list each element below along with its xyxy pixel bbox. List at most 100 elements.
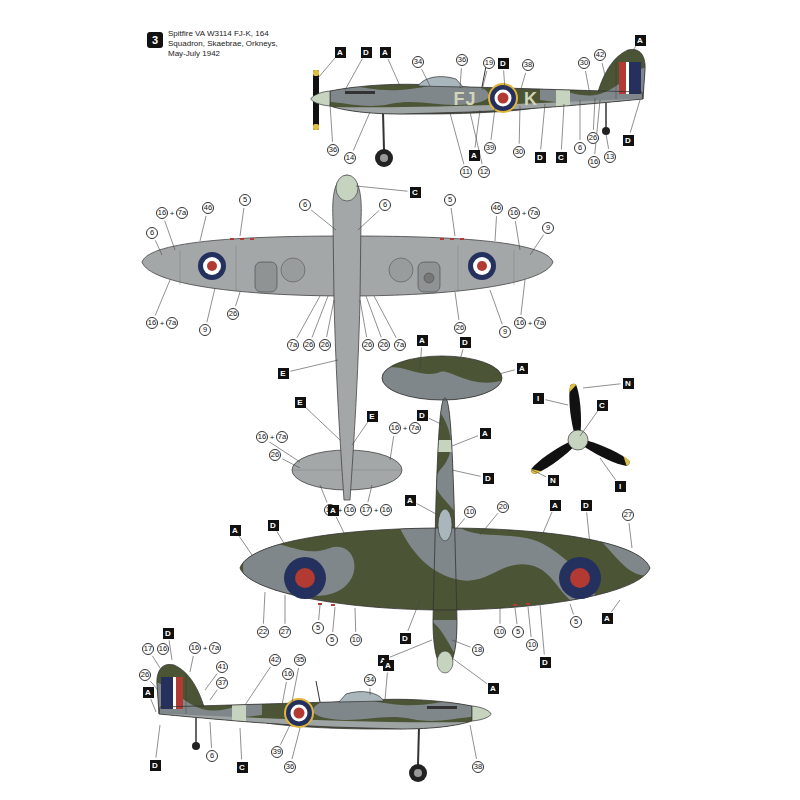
callout-number: 41 [216, 661, 228, 673]
leader-line [290, 360, 338, 371]
leader-line [460, 68, 461, 88]
callout-number: 6 [206, 750, 218, 762]
leader-line [630, 100, 640, 133]
callout-number: 5 [326, 634, 338, 646]
stencil-letter: A [383, 660, 394, 671]
leader-line [521, 280, 525, 315]
plus-sign: + [202, 644, 209, 653]
callout-number: 7a [528, 207, 540, 219]
stencil-letter: D [581, 500, 592, 511]
leader-line [282, 682, 286, 705]
leader-line [452, 640, 470, 647]
callout-number: 20 [497, 501, 509, 513]
callout-number: 10 [494, 626, 506, 638]
callout-number: 7a [166, 317, 178, 329]
leader-line [495, 216, 497, 241]
leader-line [360, 300, 367, 337]
stencil-letter: D [417, 410, 428, 421]
leader-line [358, 210, 379, 230]
stencil-letter: I [533, 393, 544, 404]
leader-line [370, 688, 371, 695]
callout-number: 16 [189, 642, 201, 654]
leader-line [580, 411, 598, 436]
leader-line [311, 210, 336, 230]
leader-line [530, 235, 544, 255]
callout-number: 30 [578, 57, 590, 69]
callout-number: 36 [284, 761, 296, 773]
leader-line [200, 216, 206, 241]
leader-line [388, 59, 400, 86]
callout-number: 27 [622, 509, 634, 521]
leader-line [210, 690, 217, 700]
leader-line [156, 725, 160, 758]
stencil-letter: N [548, 475, 559, 486]
leader-line [155, 240, 162, 255]
stencil-letter: D [400, 633, 411, 644]
leader-line [606, 134, 609, 149]
leader-line [515, 221, 520, 250]
leader-line [318, 58, 335, 78]
callout-number: 38 [522, 59, 534, 71]
leader-line [263, 592, 265, 624]
stencil-letter: A [380, 47, 391, 58]
stencil-letter: D [150, 760, 161, 771]
leader-line [500, 608, 501, 624]
squadron-code: K [524, 89, 538, 109]
leader-line [390, 436, 394, 460]
leader-line [374, 296, 396, 338]
leader-line [277, 531, 285, 545]
callout-number: 9 [199, 324, 211, 336]
stencil-letter: A [602, 613, 613, 624]
leader-line [420, 348, 422, 371]
callout-number: 34 [412, 56, 424, 68]
stencil-letter: D [361, 47, 372, 58]
callout-number: 16 [157, 643, 169, 655]
callout-number: 10 [526, 639, 538, 651]
callout-number: 26 [303, 339, 315, 351]
leader-line [236, 292, 241, 306]
plate-title: Spitfire VA W3114 FJ-K, 164 Squadron, Sk… [168, 29, 280, 59]
leader-line [532, 470, 546, 477]
callout-number: 16 [282, 668, 294, 680]
stencil-letter: A [230, 525, 241, 536]
leader-line [450, 113, 464, 164]
leader-line [460, 349, 463, 360]
leader-line [152, 656, 160, 668]
leader-line [330, 104, 333, 142]
stencil-letter: D [540, 657, 551, 668]
leader-line [385, 673, 387, 701]
callout-number: 34 [364, 674, 376, 686]
callout-number: 6 [299, 199, 311, 211]
leader-line [292, 728, 300, 759]
stencil-letter: C [597, 400, 608, 411]
leader-line [165, 221, 175, 250]
stencil-letter: A [143, 687, 154, 698]
leader-line [490, 290, 502, 325]
callout-number: 42 [269, 654, 281, 666]
callout-number: 10 [464, 506, 476, 518]
callout-number: 9 [499, 326, 511, 338]
stencil-letter: A [635, 35, 646, 46]
stencil-letter: A [328, 505, 339, 516]
callout-number: 12 [478, 166, 490, 178]
stencil-letter: A [405, 495, 416, 506]
leader-line [630, 46, 636, 55]
callout-number: 5 [239, 194, 251, 206]
callout-number: 42 [594, 49, 606, 61]
leader-line [282, 459, 300, 468]
callout-number: 35 [294, 654, 306, 666]
leader-line [595, 100, 600, 154]
leader-line [390, 640, 432, 657]
plus-sign: + [527, 319, 534, 328]
leader-line [528, 607, 531, 637]
callout-number: 16 [588, 156, 600, 168]
leader-line [169, 640, 172, 660]
leader-line [593, 98, 595, 130]
callout-number: 17 [142, 643, 154, 655]
leader-line [320, 485, 327, 502]
leader-line [327, 300, 334, 337]
callout-number: 9 [542, 222, 554, 234]
leader-line [491, 108, 495, 140]
callout-number: 16 [508, 207, 520, 219]
